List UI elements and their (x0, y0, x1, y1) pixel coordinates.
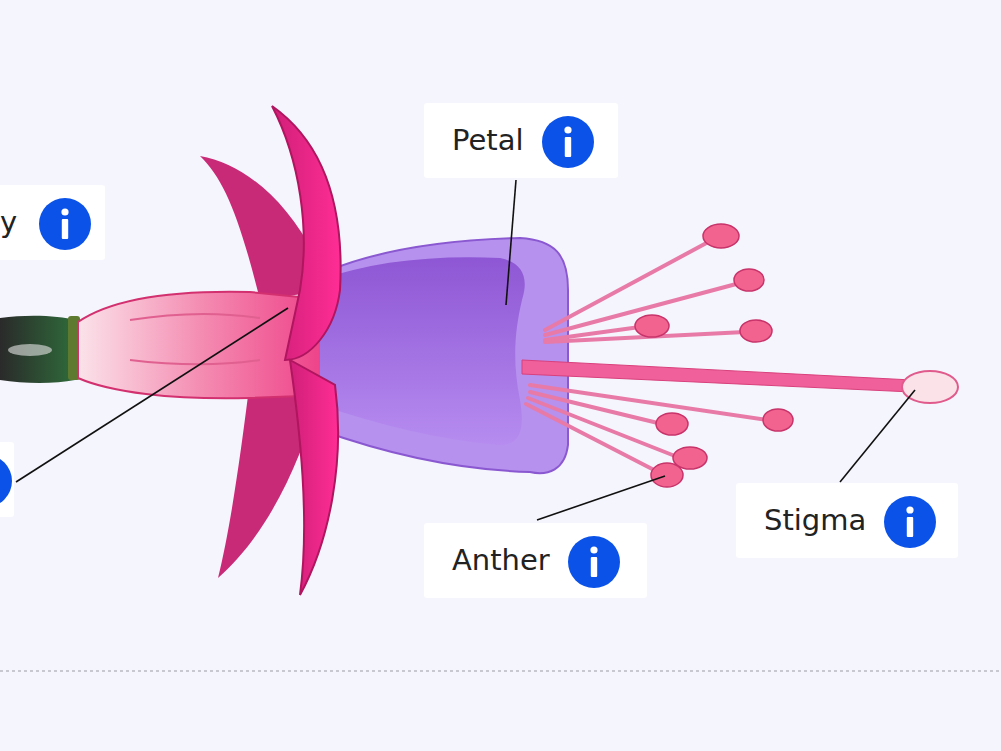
divider (0, 670, 1001, 672)
callout-box: Stigma (736, 483, 958, 558)
stem (0, 316, 75, 383)
stamens (526, 240, 768, 472)
sepal (272, 106, 341, 360)
info-icon (568, 536, 620, 588)
stigma (902, 371, 958, 403)
leader-lines (16, 180, 915, 520)
info-icon (0, 455, 12, 507)
part-label: Anther (452, 546, 550, 575)
corolla (320, 238, 568, 473)
info-icon (542, 116, 594, 168)
info-icon (39, 198, 91, 250)
callout-box: Petal (424, 103, 618, 178)
anthers (635, 224, 793, 487)
style (522, 360, 912, 392)
part-label: y (0, 208, 17, 237)
petal (320, 257, 525, 445)
callout-box: Anther (424, 523, 647, 598)
callout-box: y (0, 185, 105, 260)
part-label: Stigma (764, 506, 866, 535)
part-label: Petal (452, 126, 524, 155)
sepal (290, 360, 338, 595)
info-icon (884, 496, 936, 548)
